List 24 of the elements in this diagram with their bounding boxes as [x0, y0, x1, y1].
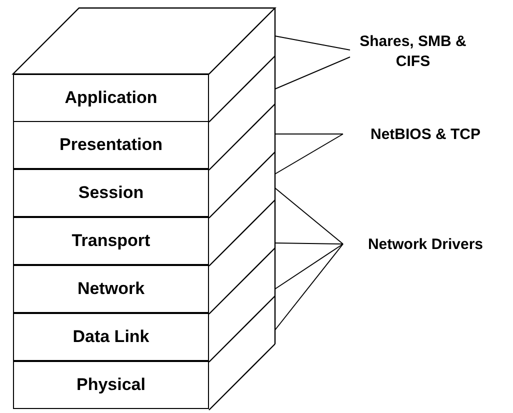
layer-box — [13, 313, 209, 361]
connector-line — [274, 36, 350, 50]
layer-name: Data Link — [72, 327, 150, 347]
connector-line — [274, 244, 344, 290]
layer-name: Presentation — [60, 135, 162, 155]
layer-name: Physical — [76, 375, 146, 395]
layer-name: Network — [77, 279, 145, 299]
layer-name: Transport — [72, 231, 150, 251]
layer-name: Application — [64, 88, 158, 108]
layer-box — [13, 217, 209, 265]
protocol-label: Network Drivers — [343, 235, 508, 256]
protocol-label: Shares, SMB & CIFS — [348, 32, 478, 72]
layer-box — [13, 361, 209, 409]
layer-name: Session — [78, 183, 144, 203]
layer-box — [13, 169, 209, 217]
connector-line — [274, 242, 344, 244]
connector-line — [274, 134, 344, 174]
layer-box — [13, 265, 209, 313]
protocol-label: NetBIOS & TCP — [343, 125, 508, 146]
connector-line — [274, 56, 350, 90]
connector-line — [274, 244, 344, 330]
layer-box — [13, 121, 209, 169]
connector-line — [274, 188, 344, 244]
layer-box — [13, 74, 209, 122]
